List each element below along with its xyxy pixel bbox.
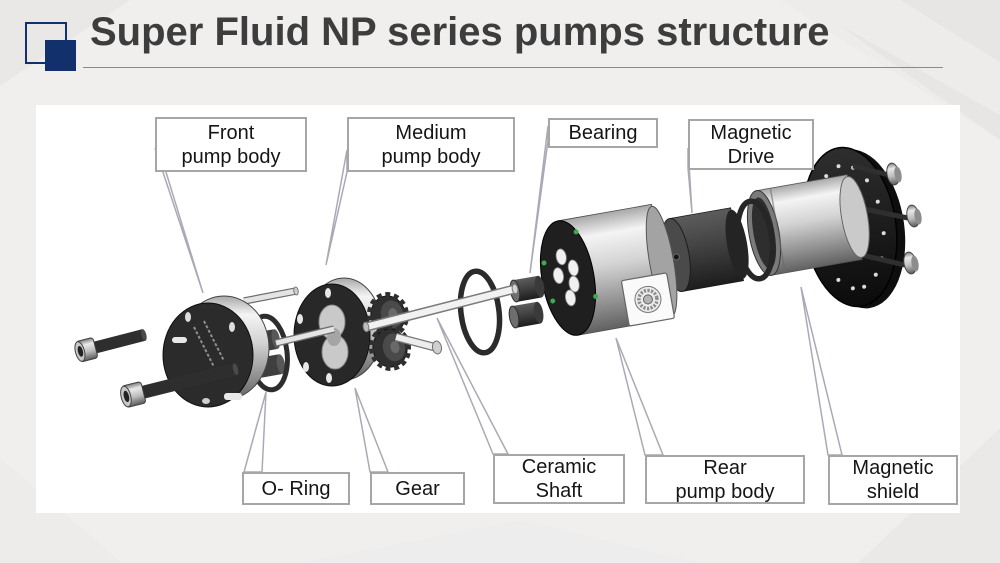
medium-body-holes — [297, 288, 332, 383]
magnetic-shield-part — [746, 174, 870, 276]
gear-part — [368, 325, 412, 371]
callout-magnetic-shield: Magnetic shield — [828, 455, 958, 505]
pump-exploded-view — [74, 125, 922, 473]
leader-magnetic-shield — [800, 286, 843, 456]
title-underline — [83, 67, 943, 68]
short-shaft-part — [394, 332, 443, 355]
leader-lines — [154, 125, 843, 473]
callout-medium-pump-body: Medium pump body — [347, 117, 515, 172]
green-dot-markers — [541, 229, 599, 304]
screw — [852, 162, 902, 186]
front-pump-body-part — [162, 295, 270, 408]
front-body-details — [172, 312, 242, 404]
leader-o-ring — [243, 391, 267, 473]
leader-medium-pump-body — [325, 149, 348, 266]
leader-rear-pump-body — [615, 337, 665, 456]
callout-label: pump body — [675, 480, 775, 503]
callout-ceramic-shaft: Ceramic Shaft — [493, 454, 625, 504]
callout-front-pump-body: Front pump body — [155, 117, 307, 172]
callout-label: pump body — [181, 145, 281, 168]
callout-label: Ceramic — [521, 456, 597, 478]
ceramic-shaft-part — [362, 283, 519, 333]
bearing-parts — [508, 275, 545, 329]
rear-screws — [852, 162, 922, 275]
shaft-o-ring — [457, 268, 503, 356]
callout-label: O- Ring — [261, 477, 331, 500]
callout-label: Gear — [395, 477, 440, 500]
callout-label: Bearing — [568, 122, 638, 144]
bolt-parts — [74, 329, 239, 408]
bolt — [74, 329, 147, 363]
engraved-text-marks — [193, 320, 225, 368]
page-title: Super Fluid NP series pumps structure — [90, 10, 830, 54]
callout-magnetic-drive: Magnetic Drive — [688, 119, 814, 170]
rear-body-bearing-holes — [552, 248, 580, 307]
callout-bearing: Bearing — [548, 118, 658, 148]
leader-gear — [354, 387, 390, 473]
bolt — [120, 362, 239, 408]
callout-label: shield — [866, 481, 920, 503]
callout-o-ring: O- Ring — [242, 472, 350, 505]
callout-label: Medium — [395, 121, 467, 144]
callout-label: Magnetic — [852, 457, 934, 479]
callout-label: Magnetic — [710, 121, 792, 144]
callout-label: Front — [207, 121, 255, 144]
dowel-pins — [243, 286, 335, 347]
medium-pump-body-part — [293, 277, 383, 387]
callout-label: pump body — [381, 145, 481, 168]
callout-label: Shaft — [535, 480, 583, 502]
title-accent-filled-square-icon — [45, 40, 76, 71]
callout-gear: Gear — [370, 472, 465, 505]
rear-pump-body-part — [539, 203, 678, 336]
bearing-part — [508, 301, 544, 329]
callout-rear-pump-body: Rear pump body — [645, 455, 805, 504]
callout-label: Drive — [727, 145, 775, 168]
callout-label: Rear — [703, 456, 747, 479]
